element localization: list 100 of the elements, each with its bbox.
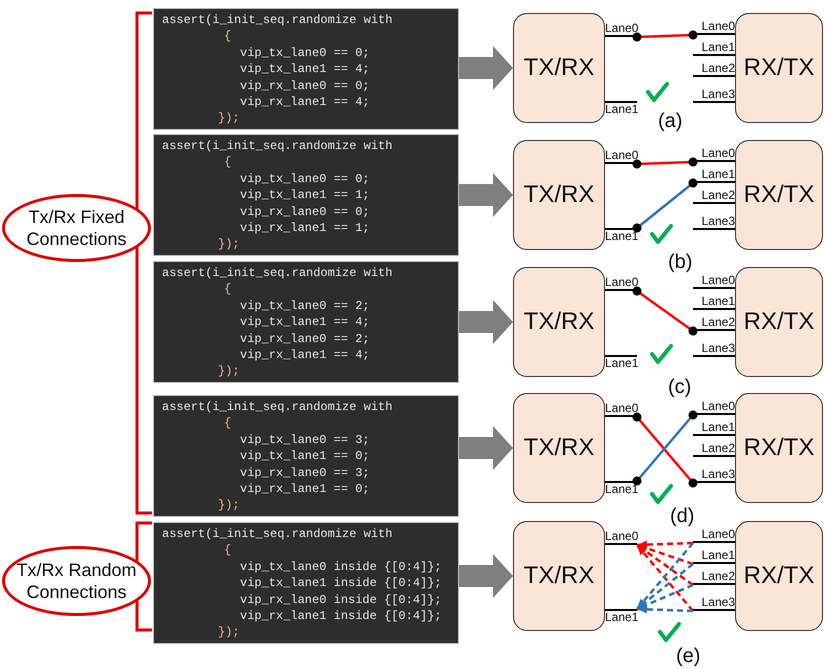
code-line: }); — [217, 236, 241, 253]
lane-terminal: Lane2 — [693, 62, 735, 77]
lane-terminal: Lane3 — [693, 468, 735, 483]
lane-terminal: Lane1 — [605, 101, 637, 116]
device-box: TX/RX — [513, 393, 605, 503]
code-line: vip_tx_lane1 == 1; — [239, 187, 371, 204]
lane-terminal: Lane1 — [693, 168, 735, 183]
code-line: vip_rx_lane0 inside {[0:4]}; — [239, 592, 443, 608]
device-box: RX/TX — [735, 521, 823, 631]
lane-terminal: Lane1 — [605, 609, 637, 624]
code-line: assert(i_init_seq.randomize with — [161, 265, 394, 282]
device-box: RX/TX — [735, 140, 823, 250]
lane-terminal: Lane2 — [693, 316, 735, 331]
code-line: }); — [217, 624, 241, 641]
lane-terminal: Lane0 — [693, 528, 735, 543]
lane-terminal: Lane1 — [693, 41, 735, 56]
block-arrow — [459, 426, 513, 470]
connection-wire — [632, 158, 698, 168]
code-line: vip_tx_lane0 == 0; — [239, 170, 371, 188]
arrow — [636, 563, 694, 610]
connection-wire — [632, 286, 698, 336]
code-line: vip_rx_lane0 == 0; — [239, 204, 371, 220]
code-line: vip_tx_lane1 == 0; — [239, 448, 371, 465]
arrow — [636, 584, 694, 610]
lane-terminal: Lane1 — [605, 481, 637, 496]
lane-terminal: Lane1 — [693, 421, 735, 436]
code-line: { — [223, 415, 232, 432]
lane-terminal: Lane3 — [693, 88, 735, 103]
panel-caption: (a) — [658, 110, 682, 132]
code-line: { — [223, 28, 232, 45]
block-arrow — [459, 554, 513, 598]
panel-caption: (e) — [676, 645, 700, 667]
lane-terminal: Lane0 — [605, 276, 637, 291]
lane-terminal: Lane0 — [605, 530, 637, 545]
device-box: TX/RX — [513, 267, 605, 377]
device-box: RX/TX — [735, 13, 823, 123]
code-line: vip_rx_lane1 == 1; — [239, 220, 371, 236]
device-box: TX/RX — [513, 140, 605, 250]
code-block — [153, 522, 459, 644]
lane-terminal: Lane2 — [693, 570, 735, 585]
code-line: vip_tx_lane0 == 3; — [239, 432, 371, 448]
code-line: vip_rx_lane0 == 3; — [239, 464, 371, 481]
connection-wire — [632, 178, 698, 232]
block-arrow — [459, 300, 513, 344]
lane-terminal: Lane0 — [605, 149, 637, 164]
code-line: }); — [217, 110, 241, 127]
connection-wire — [632, 30, 698, 42]
code-line: vip_tx_lane0 == 2; — [239, 298, 371, 314]
lane-terminal: Lane2 — [693, 189, 735, 204]
lane-terminal: Lane0 — [693, 20, 735, 35]
code-line: vip_rx_lane1 == 0; — [239, 480, 371, 498]
arrow — [636, 605, 694, 614]
code-block — [153, 261, 459, 383]
lane-terminal: Lane0 — [693, 274, 735, 289]
lane-terminal: Lane0 — [605, 402, 637, 417]
code-line: assert(i_init_seq.randomize with — [161, 138, 394, 154]
code-line: { — [223, 154, 232, 171]
code-line: vip_tx_lane1 inside {[0:4]}; — [239, 575, 443, 592]
code-line: vip_rx_lane0 == 0; — [239, 78, 371, 94]
device-box: TX/RX — [513, 13, 605, 123]
code-line: vip_tx_lane0 inside {[0:4]}; — [239, 558, 443, 576]
arrow — [636, 540, 694, 549]
code-line: assert(i_init_seq.randomize with — [161, 399, 394, 416]
panel-caption: (b) — [668, 251, 692, 273]
panel-caption: (d) — [670, 505, 694, 527]
lane-terminal: Lane1 — [693, 295, 735, 310]
device-box: RX/TX — [735, 393, 823, 503]
lane-terminal: Lane1 — [693, 549, 735, 564]
code-line: vip_rx_lane0 == 2; — [239, 330, 371, 347]
code-block — [153, 395, 459, 517]
block-arrow — [459, 46, 513, 90]
block-arrow — [459, 173, 513, 217]
callout-ellipse: Tx/Rx Fixed Connections — [2, 194, 151, 262]
code-line: vip_rx_lane1 == 4; — [239, 346, 371, 364]
code-line: assert(i_init_seq.randomize with — [161, 12, 394, 28]
lane-terminal: Lane0 — [693, 400, 735, 415]
code-line: vip_tx_lane1 == 4; — [239, 314, 371, 331]
lane-terminal: Lane1 — [605, 355, 637, 370]
code-block — [153, 134, 459, 256]
lane-terminal: Lane3 — [693, 215, 735, 230]
code-line: { — [223, 281, 232, 298]
lane-terminal: Lane3 — [693, 596, 735, 611]
code-line: }); — [217, 497, 241, 514]
lane-terminal: Lane3 — [693, 342, 735, 357]
code-line: vip_tx_lane1 == 4; — [239, 61, 371, 78]
code-line: { — [223, 542, 232, 559]
panel-caption: (c) — [668, 376, 692, 398]
code-block — [153, 8, 459, 130]
lane-terminal: Lane2 — [693, 442, 735, 457]
code-line: vip_rx_lane1 inside {[0:4]}; — [239, 608, 443, 624]
lane-terminal: Lane1 — [605, 228, 637, 243]
lane-terminal: Lane0 — [605, 22, 637, 37]
device-box: TX/RX — [513, 521, 605, 631]
lane-terminal: Lane0 — [693, 147, 735, 162]
code-line: vip_rx_lane1 == 4; — [239, 94, 371, 110]
code-line: assert(i_init_seq.randomize with — [161, 526, 394, 542]
code-line: vip_tx_lane0 == 0; — [239, 44, 371, 62]
device-box: RX/TX — [735, 267, 823, 377]
callout-ellipse: Tx/Rx Random Connections — [2, 546, 151, 616]
code-line: }); — [217, 363, 241, 380]
